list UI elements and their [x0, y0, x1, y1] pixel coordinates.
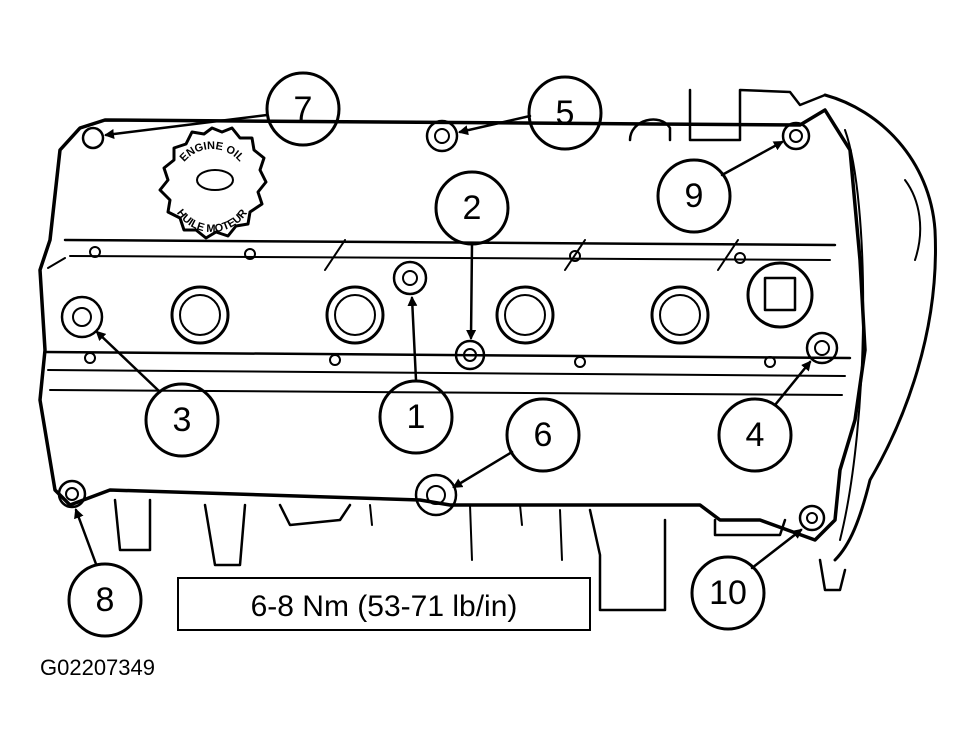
callout-1: 1: [378, 296, 454, 455]
bolt-2: [454, 339, 486, 371]
callout-9-label: 9: [685, 177, 704, 215]
callout-6-label: 6: [534, 416, 553, 454]
callout-7-label: 7: [294, 90, 313, 128]
bolt-5: [425, 119, 459, 153]
bolt-4: [805, 331, 839, 365]
callout-3-label: 3: [173, 401, 192, 439]
torque-spec-text: 6-8 Nm (53-71 lb/in): [251, 590, 518, 623]
callout-5: 5: [458, 75, 603, 151]
callout-8-label: 8: [96, 581, 115, 619]
figure-code: G02207349: [40, 655, 155, 680]
bolt-6: [414, 473, 458, 517]
bolt-9: [781, 121, 811, 151]
callout-10: 10: [690, 528, 803, 631]
callout-9: 9: [656, 140, 784, 234]
callout-10-label: 10: [709, 574, 747, 612]
bolt-1: [392, 260, 428, 296]
valve-cover-outline: [38, 88, 937, 612]
callout-7: 7: [104, 71, 341, 147]
callout-6: 6: [452, 397, 581, 489]
torque-spec-box: 6-8 Nm (53-71 lb/in): [177, 577, 591, 631]
callout-2: 2: [434, 170, 510, 340]
callout-1-label: 1: [407, 398, 426, 436]
callout-4: 4: [717, 360, 812, 473]
callout-8: 8: [67, 508, 143, 638]
callout-2-label: 2: [463, 189, 482, 227]
bolt-8: [57, 479, 87, 509]
oil-filler-cap: ENGINE OIL HUILE MOTEUR: [158, 126, 268, 240]
bolt-3: [60, 295, 104, 339]
bolt-7: [81, 126, 105, 150]
callout-3: 3: [95, 330, 220, 458]
callout-5-label: 5: [556, 94, 575, 132]
callout-4-label: 4: [746, 416, 765, 454]
bolt-10: [798, 504, 826, 532]
oil-cap-top-text: ENGINE OIL: [178, 140, 247, 164]
